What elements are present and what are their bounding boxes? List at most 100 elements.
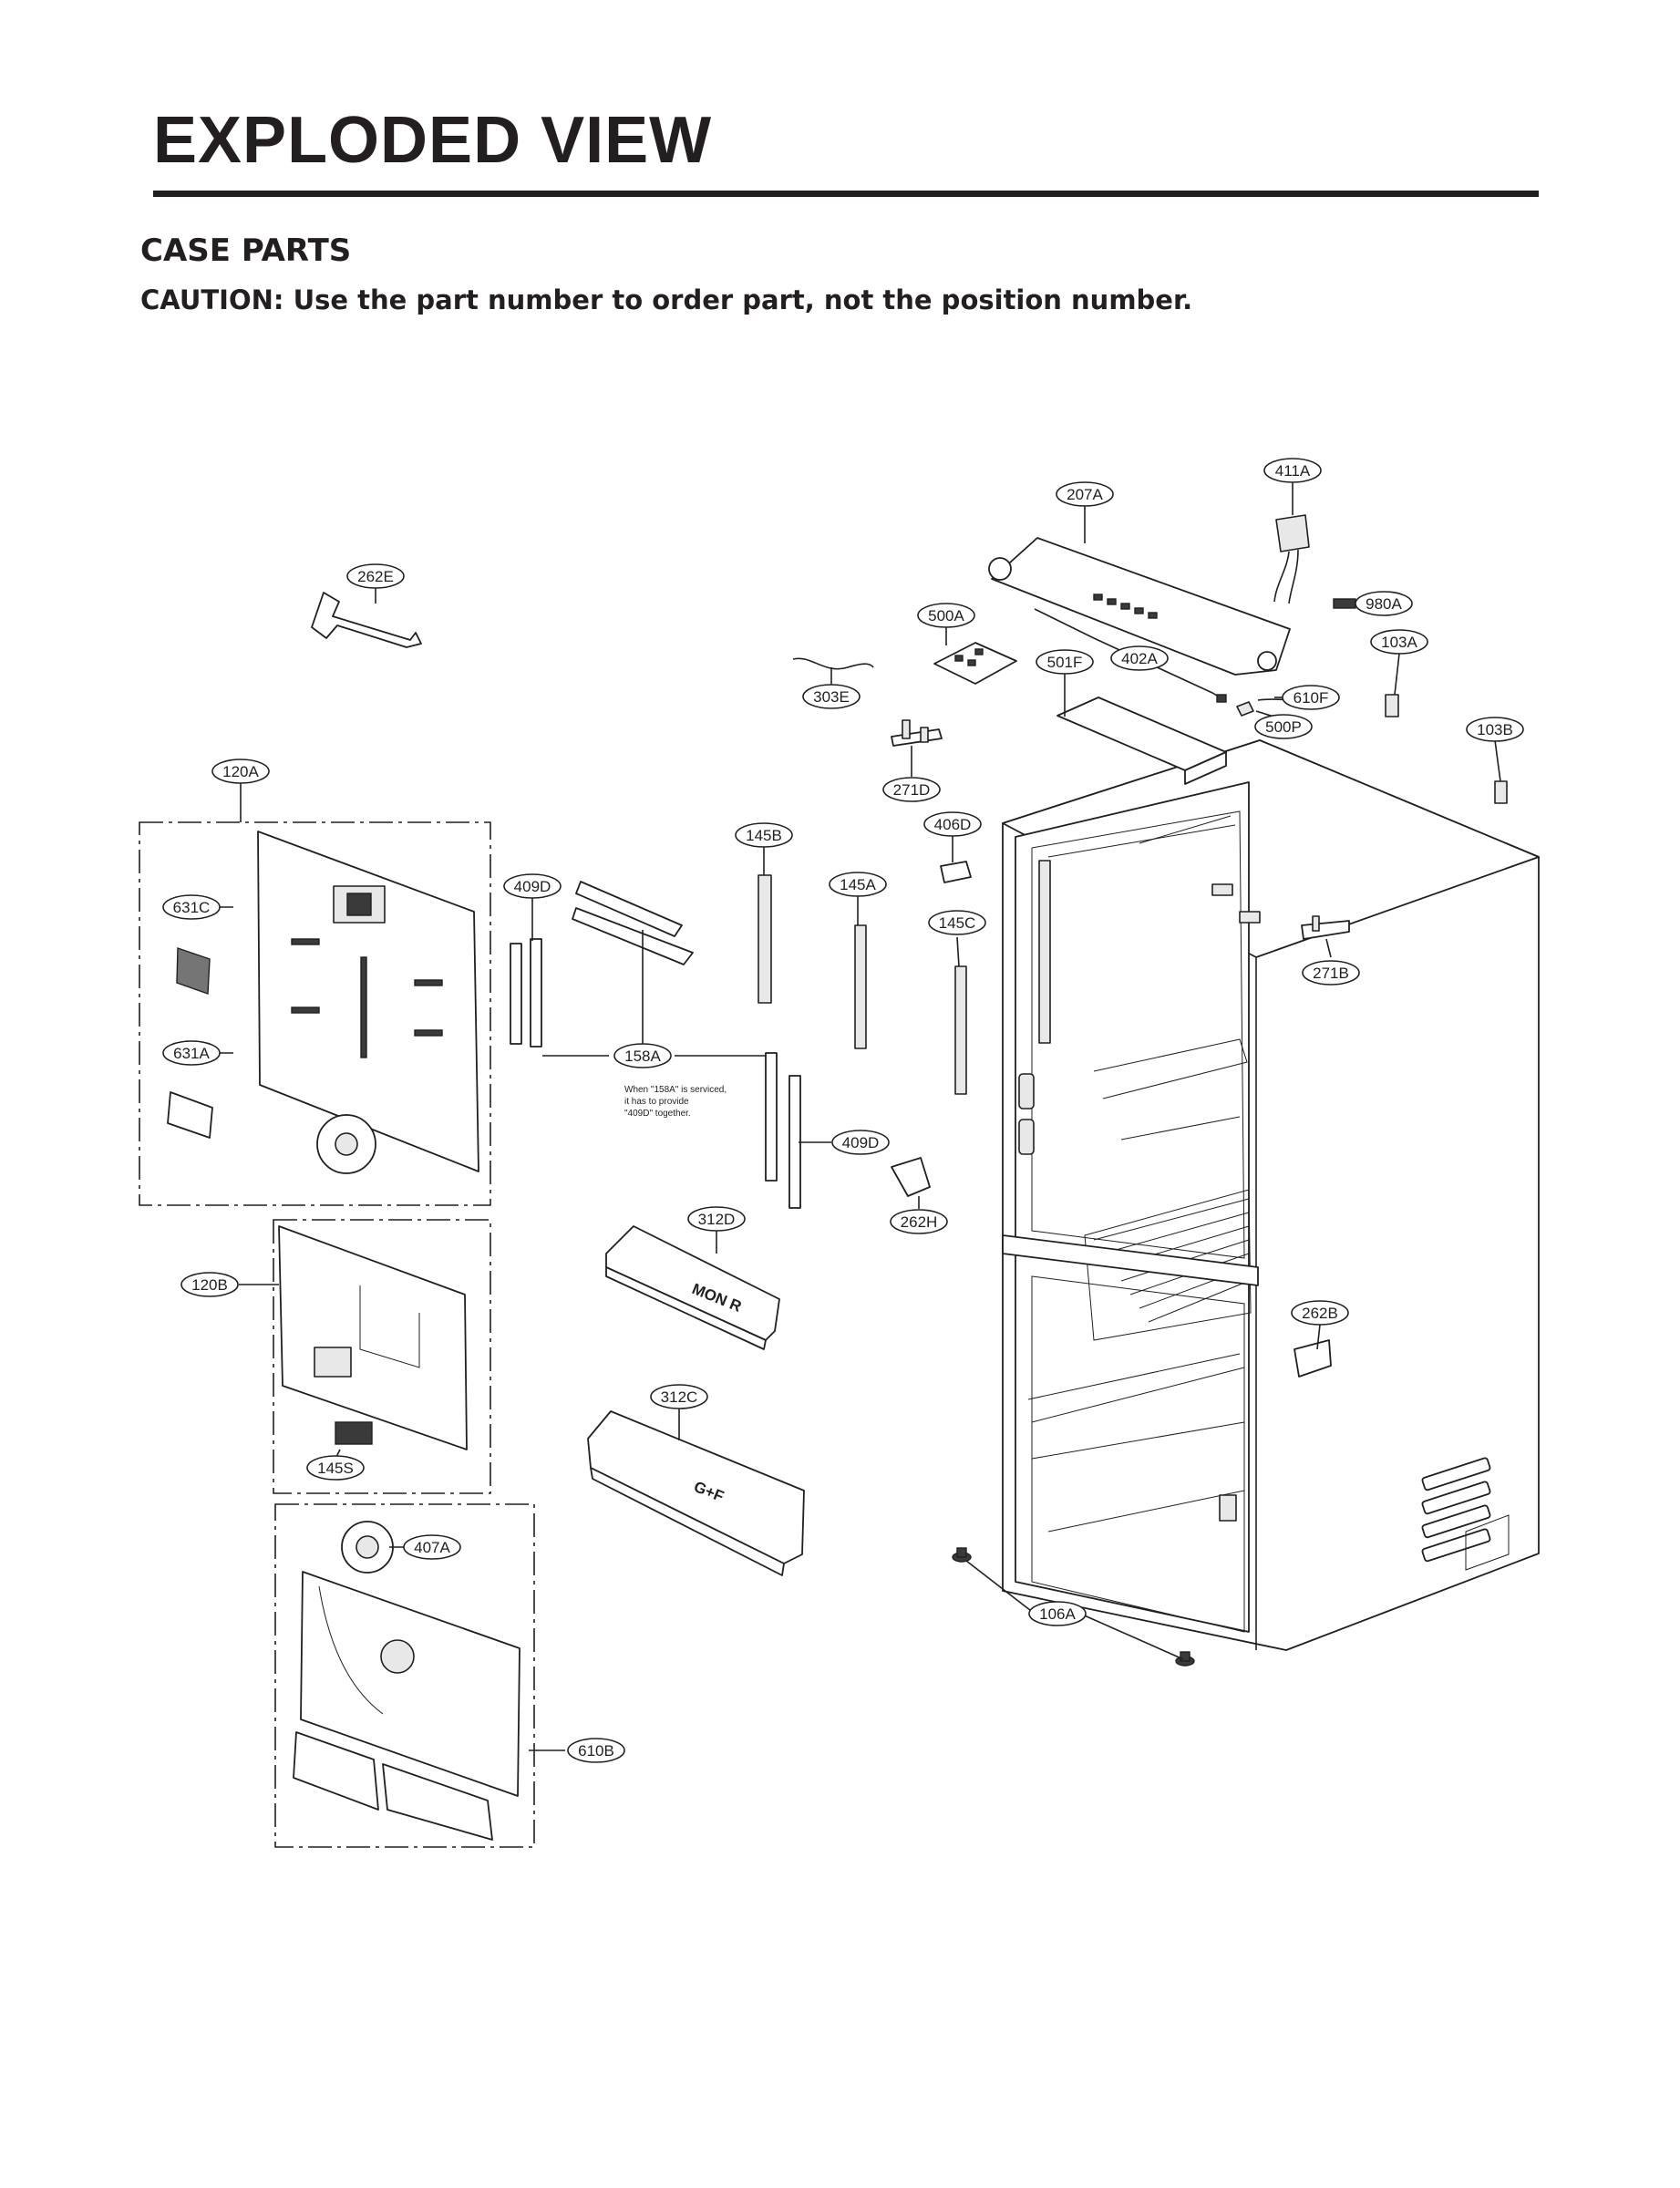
callout-409D: 409D bbox=[503, 873, 562, 899]
part-145C bbox=[954, 965, 967, 1095]
part-103A bbox=[1385, 694, 1399, 717]
part-631C-filter bbox=[176, 947, 211, 995]
callout-label: 271B bbox=[1313, 965, 1349, 982]
part-145S bbox=[335, 1421, 373, 1445]
part-501F-plate bbox=[1056, 697, 1227, 785]
callout-label: 103B bbox=[1477, 721, 1513, 738]
callout-oval bbox=[346, 563, 405, 589]
callout-label: 407A bbox=[414, 1539, 450, 1556]
part-411A-power-cord bbox=[1273, 514, 1310, 604]
callout-158A: 158A bbox=[613, 1043, 672, 1068]
callout-label: 500P bbox=[1265, 718, 1302, 736]
callout-label: 120A bbox=[222, 763, 259, 780]
part-500A-pcb bbox=[933, 642, 1017, 685]
callout-label: 262B bbox=[1302, 1305, 1338, 1322]
part-402A-connector bbox=[1216, 694, 1227, 703]
callout-500P: 500P bbox=[1254, 714, 1313, 739]
callout-label: 409D bbox=[842, 1134, 880, 1151]
callout-262E: 262E bbox=[346, 563, 405, 589]
callout-oval bbox=[735, 822, 793, 848]
callout-oval bbox=[1282, 685, 1340, 710]
part-409D-lower-strips bbox=[765, 1052, 801, 1209]
part-120A-cover bbox=[257, 831, 479, 1174]
callout-oval bbox=[687, 1206, 746, 1232]
part-631A-tag bbox=[167, 1091, 213, 1139]
callout-oval bbox=[928, 910, 986, 935]
callout-label: 103A bbox=[1381, 634, 1417, 651]
callout-label: 500A bbox=[928, 607, 964, 624]
note-line-3: "409D" together. bbox=[624, 1109, 691, 1119]
part-407A-fan-motor bbox=[341, 1521, 394, 1574]
callout-oval bbox=[1466, 717, 1524, 742]
callout-label: 312C bbox=[661, 1388, 698, 1406]
callout-oval bbox=[1355, 591, 1413, 616]
part-103B bbox=[1494, 780, 1508, 804]
callout-label: 262H bbox=[901, 1213, 938, 1231]
callout-label: 207A bbox=[1067, 486, 1103, 503]
callout-oval bbox=[567, 1738, 625, 1763]
callout-500A: 500A bbox=[917, 603, 975, 628]
note-line-2: it has to provide bbox=[624, 1097, 689, 1107]
callout-631C: 631C bbox=[162, 894, 221, 920]
callout-label: 145C bbox=[939, 914, 976, 932]
callout-oval bbox=[650, 1384, 708, 1409]
callout-145S: 145S bbox=[306, 1455, 365, 1481]
callout-312C: 312C bbox=[650, 1384, 708, 1409]
callout-label: 980A bbox=[1366, 595, 1402, 613]
callout-411A: 411A bbox=[1263, 458, 1322, 483]
callout-oval bbox=[1110, 645, 1169, 671]
callout-103A: 103A bbox=[1370, 629, 1428, 655]
callout-207A: 207A bbox=[1056, 481, 1114, 507]
part-980A bbox=[1333, 598, 1356, 609]
callout-271B: 271B bbox=[1302, 960, 1360, 986]
callout-oval bbox=[802, 684, 861, 709]
part-271D-hinge bbox=[891, 719, 943, 747]
refrigerator-cabinet bbox=[1002, 739, 1540, 1651]
callout-312D: 312D bbox=[687, 1206, 746, 1232]
callout-oval bbox=[613, 1043, 672, 1068]
part-409D-upper-strips bbox=[510, 881, 694, 1048]
callout-145A: 145A bbox=[829, 872, 887, 897]
callout-oval bbox=[180, 1272, 239, 1297]
group-box-120B bbox=[273, 1219, 491, 1494]
page-title: EXPLODED VIEW bbox=[153, 104, 713, 177]
callout-oval bbox=[882, 777, 941, 802]
callout-label: 145A bbox=[840, 876, 876, 893]
part-262E-wrench bbox=[311, 592, 422, 648]
part-500P bbox=[1236, 701, 1254, 717]
part-312D-basket: MON R bbox=[605, 1225, 780, 1350]
part-207A-top-cover bbox=[988, 537, 1291, 676]
callout-label: 271D bbox=[893, 781, 931, 799]
callout-262H: 262H bbox=[890, 1209, 948, 1234]
callout-407A: 407A bbox=[403, 1534, 461, 1560]
callout-oval bbox=[403, 1534, 461, 1560]
callout-262B: 262B bbox=[1291, 1300, 1349, 1326]
callout-oval bbox=[1028, 1601, 1087, 1626]
callout-oval bbox=[1370, 629, 1428, 655]
callout-oval bbox=[306, 1455, 365, 1481]
callout-145B: 145B bbox=[735, 822, 793, 848]
callout-303E: 303E bbox=[802, 684, 861, 709]
callout-label: 303E bbox=[813, 688, 850, 706]
callout-label: 402A bbox=[1121, 650, 1158, 667]
callout-label: 610F bbox=[1293, 689, 1329, 707]
part-262H-hinge bbox=[891, 1157, 931, 1197]
part-271B-hinge bbox=[1301, 915, 1350, 940]
caution-note: CAUTION: Use the part number to order pa… bbox=[140, 284, 1193, 315]
callout-409D: 409D bbox=[831, 1130, 890, 1155]
callout-106A: 106A bbox=[1028, 1601, 1087, 1626]
callout-oval bbox=[503, 873, 562, 899]
callout-label: 610B bbox=[578, 1742, 614, 1760]
callout-oval bbox=[1254, 714, 1313, 739]
callout-oval bbox=[829, 872, 887, 897]
part-610B-duct bbox=[293, 1571, 520, 1841]
callout-label: 501F bbox=[1047, 654, 1083, 671]
callout-103B: 103B bbox=[1466, 717, 1524, 742]
group-box-120A bbox=[139, 821, 491, 1206]
callout-271D: 271D bbox=[882, 777, 941, 802]
callout-402A: 402A bbox=[1110, 645, 1169, 671]
callout-label: 120B bbox=[191, 1276, 228, 1294]
callout-501F: 501F bbox=[1036, 649, 1094, 675]
part-145B bbox=[758, 874, 772, 1004]
